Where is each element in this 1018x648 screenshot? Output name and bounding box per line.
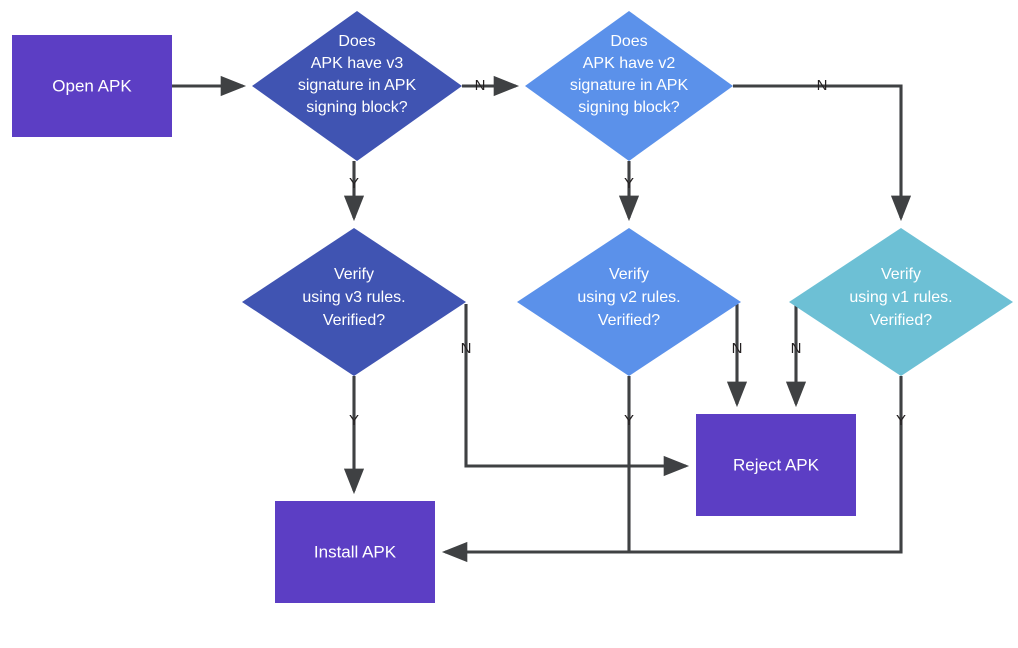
node-verify-v1-line-2: using v1 rules. [849,289,952,306]
node-verify-v2-line-1: Verify [609,266,649,283]
node-has-v3[interactable] [252,11,462,161]
node-verify-v1[interactable] [789,228,1013,376]
node-has-v2-line-1: Does [610,33,647,50]
node-has-v2-line-2: APK have v2 [583,55,676,72]
node-verify-v3-line-2: using v3 rules. [302,289,405,306]
node-has-v3-line-1: Does [338,33,375,50]
node-reject-apk[interactable] [696,414,856,516]
node-verify-v3-line-1: Verify [334,266,374,283]
node-has-v2-line-3: signature in APK [570,77,689,94]
edge-verifyv2-yes-to-install [441,376,631,563]
node-verify-v3[interactable] [242,228,466,376]
node-has-v2[interactable] [525,11,733,161]
node-verify-v1-line-3: Verified? [870,312,932,329]
node-verify-v1-line-1: Verify [881,266,921,283]
edge-label-hasv2-no: N [817,77,828,94]
node-install-apk-label: Install APK [314,542,397,561]
node-install-apk[interactable] [275,501,435,603]
edge-label-verifyv3-yes: Y [349,412,359,429]
edge-verifyv3-no-to-reject [464,304,690,477]
edge-label-hasv2-yes: Y [624,175,634,192]
edge-label-hasv3-yes: Y [349,175,359,192]
node-has-v3-line-2: APK have v3 [311,55,404,72]
edge-label-hasv3-no: N [475,77,486,94]
node-open-apk[interactable] [12,35,172,137]
edge-label-verifyv2-yes: Y [624,412,634,429]
node-has-v2-line-4: signing block? [578,99,680,116]
edge-label-verifyv1-yes: Y [896,412,906,429]
node-reject-apk-label: Reject APK [733,455,820,474]
node-verify-v2-line-2: using v2 rules. [577,289,680,306]
node-verify-v3-line-3: Verified? [323,312,385,329]
edge-label-verifyv2-no: N [732,340,743,357]
node-has-v3-line-4: signing block? [306,99,408,116]
node-verify-v2-line-3: Verified? [598,312,660,329]
node-open-apk-label: Open APK [52,76,132,95]
edge-label-verifyv3-no: N [461,340,472,357]
edge-verifyv1-yes-to-install [629,376,903,554]
node-has-v3-line-3: signature in APK [298,77,417,94]
edge-hasv2-no-to-verifyv1 [733,84,912,222]
node-verify-v2[interactable] [517,228,741,376]
edge-label-verifyv1-no: N [791,340,802,357]
